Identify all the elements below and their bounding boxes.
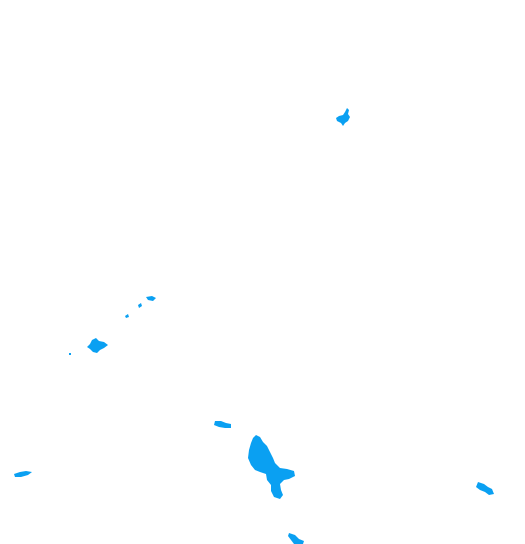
water-body-lake-center [214,421,231,428]
water-body-lake-south [288,533,304,544]
water-body-lake-main [248,435,295,499]
water-body-small-1 [146,296,156,301]
water-body-lake-west [87,338,108,353]
water-body-dot [69,353,71,355]
water-body-lake-north [336,108,350,126]
water-body-lake-east [476,482,494,495]
water-body-small-3 [125,314,129,318]
water-body-lake-southwest [14,471,32,477]
water-body-small-2 [138,303,142,308]
